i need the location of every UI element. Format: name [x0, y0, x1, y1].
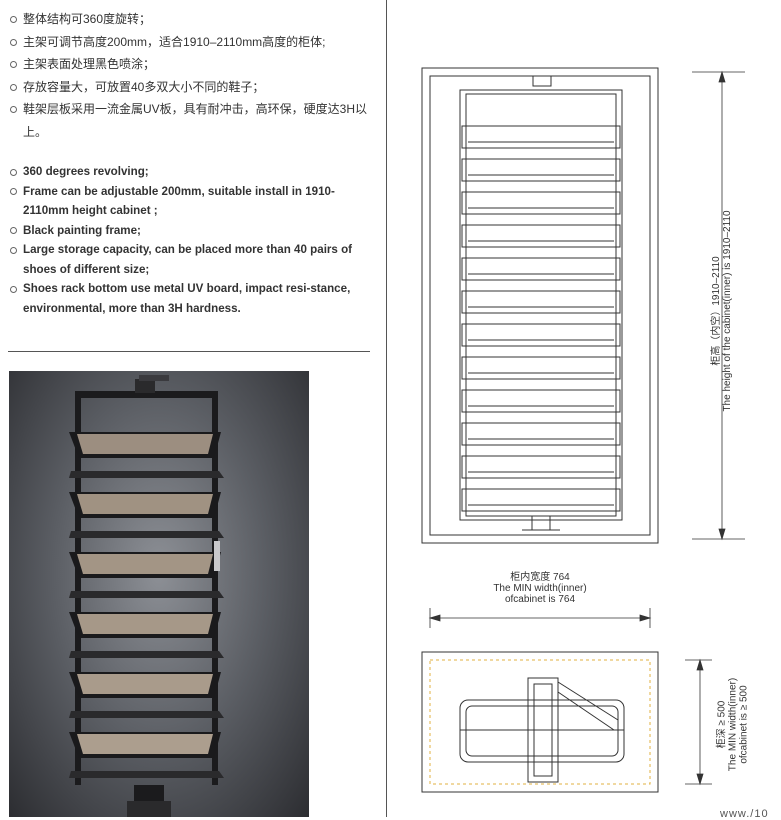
height-label-en: The height of the cabinet(inner) is 1910…: [722, 210, 733, 412]
feature-text-column: 整体结构可360度旋转； 主架可调节高度200mm，适合1910–2110mm高…: [10, 8, 370, 318]
feature-en-item: Black painting frame;: [10, 221, 370, 241]
feature-cn-item: 整体结构可360度旋转；: [10, 8, 370, 31]
depth-label-en1: The MIN width(inner): [727, 677, 739, 772]
feature-cn-item: 主架表面处理黑色喷涂；: [10, 53, 370, 76]
width-label-cn: 柜内宽度 764: [510, 572, 570, 583]
feature-cn-item: 存放容量大，可放置40多双大小不同的鞋子；: [10, 76, 370, 99]
depth-dimension-label: 柜深 ≥ 500 The MIN width(inner) ofcabinet …: [717, 665, 750, 785]
width-label-en1: The MIN width(inner): [493, 583, 587, 594]
shelf-outline: [461, 389, 621, 413]
shelf-outline: [461, 323, 621, 347]
feature-cn-item: 主架可调节高度200mm，适合1910–2110mm高度的柜体;: [10, 31, 370, 54]
feature-list-english: 360 degrees revolving; Frame can be adju…: [10, 162, 370, 318]
shelf-outline: [461, 191, 621, 215]
shelf-outline: [461, 224, 621, 248]
feature-list-chinese: 整体结构可360度旋转； 主架可调节高度200mm，适合1910–2110mm高…: [10, 8, 370, 143]
height-dimension-label: 柜高（内空）1910–2110 The height of the cabine…: [711, 191, 733, 431]
width-label-en2: ofcabinet is 764: [504, 594, 576, 605]
depth-label-en2: ofcabinet is ≥ 500: [738, 685, 750, 764]
shelf-outline: [461, 290, 621, 314]
shelf-outline: [461, 455, 621, 479]
shelf-outline: [461, 488, 621, 512]
column-divider: [386, 0, 387, 817]
shelf-outline: [461, 125, 621, 149]
feature-en-item: Frame can be adjustable 200mm, suitable …: [10, 182, 370, 221]
technical-drawing: [421, 67, 745, 793]
width-dimension-label: 柜内宽度 764 The MIN width(inner) ofcabinet …: [460, 572, 620, 605]
page-number: www./10: [720, 808, 769, 820]
product-photo: [9, 371, 309, 817]
feature-en-item: Shoes rack bottom use metal UV board, im…: [10, 279, 370, 318]
shelf-outline: [461, 158, 621, 182]
shelf-outline: [461, 422, 621, 446]
cabinet-outline: [421, 67, 659, 544]
section-divider: [8, 351, 370, 352]
height-label-cn: 柜高（内空）1910–2110: [711, 256, 722, 366]
shelf-outline: [461, 356, 621, 380]
feature-cn-item: 鞋架层板采用一流金属UV板，具有耐冲击，高环保，硬度达3H以上。: [10, 98, 370, 143]
shelf-outline: [461, 257, 621, 281]
cabinet-plan-outline: [421, 651, 659, 793]
depth-label-cn: 柜深 ≥ 500: [716, 700, 728, 749]
feature-en-item: 360 degrees revolving;: [10, 162, 370, 182]
feature-en-item: Large storage capacity, can be placed mo…: [10, 240, 370, 279]
shoe-rack-illustration: [69, 375, 224, 817]
